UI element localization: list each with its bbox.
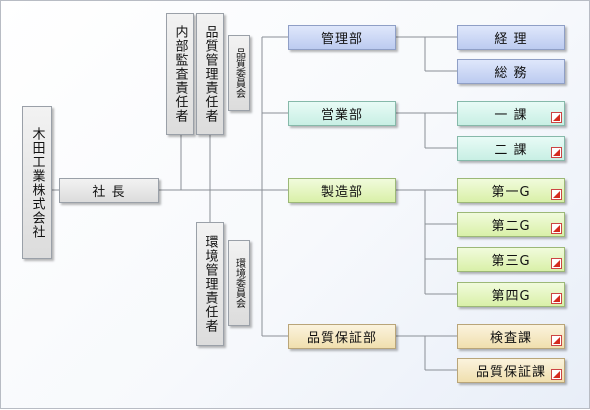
unit-label: 第一G [491, 185, 531, 200]
unit-inspection-box[interactable]: 検査課 [457, 324, 565, 349]
unit-label: 二 課 [494, 143, 528, 158]
unit-sales-1-box[interactable]: 一 課 [457, 101, 565, 126]
environment-manager-box: 環境管理責任者 [196, 222, 224, 346]
department-manufacturing-box: 製造部 [288, 178, 396, 203]
link-arrow-icon[interactable] [551, 223, 562, 234]
unit-label: 経 理 [494, 32, 528, 47]
environment-committee-label: 環境委員会 [233, 258, 245, 308]
unit-group-1-box[interactable]: 第一G [457, 178, 565, 203]
quality-committee-label: 品質委員会 [233, 48, 245, 98]
link-arrow-icon[interactable] [551, 335, 562, 346]
department-label: 製造部 [320, 185, 363, 200]
environment-committee-box: 環境委員会 [228, 240, 250, 326]
department-label: 営業部 [320, 108, 363, 123]
link-arrow-icon[interactable] [551, 369, 562, 380]
link-arrow-icon[interactable] [551, 258, 562, 269]
unit-label: 品質保証課 [475, 365, 546, 380]
department-label: 品質保証部 [306, 331, 377, 346]
unit-label: 総 務 [494, 66, 528, 81]
department-label: 管理部 [320, 32, 363, 47]
president-box: 社 長 [59, 178, 159, 203]
environment-manager-label: 環境管理責任者 [202, 235, 218, 333]
president-label: 社 長 [92, 185, 126, 200]
company-box: 木田工業株式会社 [22, 106, 52, 259]
link-arrow-icon[interactable] [551, 293, 562, 304]
quality-manager-box: 品質管理責任者 [196, 13, 224, 135]
link-arrow-icon[interactable] [551, 189, 562, 200]
department-sales-box: 営業部 [288, 101, 396, 126]
quality-committee-box: 品質委員会 [228, 35, 250, 111]
department-quality-assurance-box: 品質保証部 [288, 324, 396, 349]
unit-group-3-box[interactable]: 第三G [457, 247, 565, 272]
department-admin-box: 管理部 [288, 25, 396, 50]
unit-label: 第二G [491, 219, 531, 234]
unit-sales-2-box[interactable]: 二 課 [457, 136, 565, 161]
unit-quality-assurance-box[interactable]: 品質保証課 [457, 358, 565, 383]
unit-label: 第四G [491, 289, 531, 304]
unit-label: 第三G [491, 254, 531, 269]
unit-label: 検査課 [489, 331, 532, 346]
unit-label: 一 課 [494, 108, 528, 123]
quality-manager-label: 品質管理責任者 [202, 25, 218, 123]
unit-group-4-box[interactable]: 第四G [457, 282, 565, 307]
internal-audit-box: 内部監査責任者 [166, 13, 194, 135]
unit-group-2-box[interactable]: 第二G [457, 212, 565, 237]
unit-general-affairs-box: 総 務 [457, 59, 565, 84]
internal-audit-label: 内部監査責任者 [172, 25, 188, 123]
link-arrow-icon[interactable] [551, 147, 562, 158]
company-label: 木田工業株式会社 [29, 126, 45, 239]
link-arrow-icon[interactable] [551, 112, 562, 123]
unit-accounting-box: 経 理 [457, 25, 565, 50]
